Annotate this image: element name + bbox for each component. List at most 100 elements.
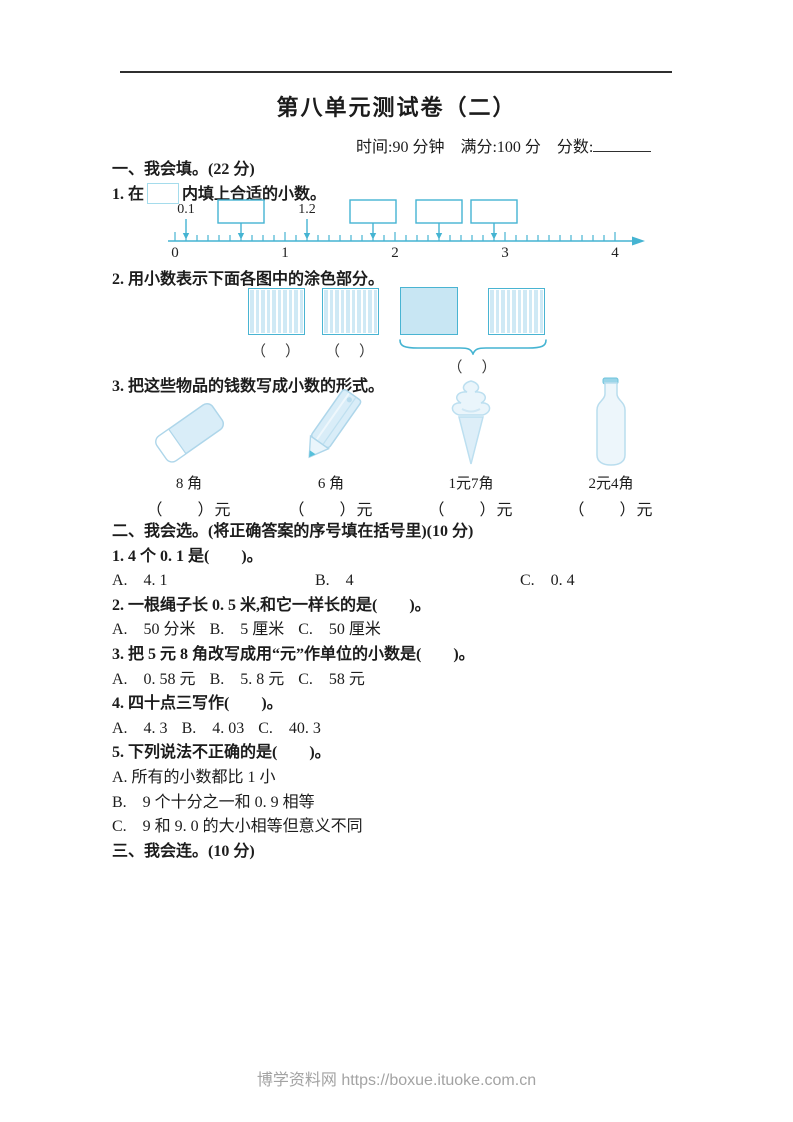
svg-text:2: 2: [391, 245, 399, 261]
underbrace-icon: [399, 339, 547, 355]
grid-column: [357, 290, 361, 333]
grid-column: [523, 290, 527, 333]
grid-column: [512, 290, 516, 333]
choice-q4-option-C: C. 40. 3: [258, 719, 321, 737]
svg-text:4: 4: [611, 245, 619, 261]
exam-info-text: 时间:90 分钟 满分:100 分 分数:: [356, 139, 594, 156]
grid-column: [266, 290, 270, 333]
svg-text:0.1: 0.1: [177, 202, 195, 217]
priced-item-ice-cream: 1元7角 （ ）元: [402, 380, 540, 520]
shaded-grid-1: [248, 288, 305, 335]
choice-q1-text: 1. 4 个 0. 1 是( )。: [112, 547, 263, 565]
question1-pre: 1. 在: [112, 186, 145, 203]
milk-bottle-icon: [542, 377, 680, 470]
answer-parens-grid1: （ ）: [250, 344, 302, 360]
grid-column: [528, 290, 532, 333]
question1-post: 内填上合适的小数。: [182, 186, 327, 203]
grid-column: [368, 290, 372, 333]
choice-q2-text: 2. 一根绳子长 0. 5 米,和它一样长的是( )。: [112, 596, 431, 614]
item-answer-blank: （ ）元: [288, 502, 374, 519]
choice-q5-option-C: C. 9 和 9. 0 的大小相等但意义不同: [112, 818, 363, 836]
item-price-label: 2元4角: [588, 476, 634, 492]
choice-q3-options: A. 0. 58 元 B. 5. 8 元 C. 58 元: [112, 668, 678, 693]
grid-column: [506, 290, 510, 333]
svg-text:0: 0: [171, 245, 179, 261]
grid-column: [534, 290, 538, 333]
choice-q1-option-B: B. 4: [315, 572, 354, 590]
grid-column: [255, 290, 259, 333]
svg-text:3: 3: [501, 245, 509, 261]
answer-parens-grid2: （ ）: [324, 344, 376, 360]
item-price-label: 1元7角: [448, 476, 494, 492]
exam-info-line: 时间:90 分钟 满分:100 分 分数:: [356, 133, 652, 157]
grid-column: [490, 290, 494, 333]
choice-q3-text: 3. 把 5 元 8 角改写成用“元”作单位的小数是( )。: [112, 645, 475, 663]
question1-line: 1. 在 内填上合适的小数。: [112, 180, 326, 204]
choice-q3-option-B: B. 5. 8 元: [209, 670, 285, 688]
grid-column: [501, 290, 505, 333]
choice-q4-option-A: A. 4. 3: [112, 719, 168, 737]
grid-column: [351, 290, 355, 333]
section1-heading: 一、我会填。(22 分): [112, 161, 255, 178]
priced-item-eraser: 8 角 （ ）元: [120, 390, 258, 520]
section2-heading: 二、我会选。(将正确答案的序号填在括号里)(10 分): [112, 523, 474, 540]
choice-q1-options: A. 4. 1 B. 4 C. 0. 4: [112, 569, 678, 594]
choice-q5-text: 5. 下列说法不正确的是( )。: [112, 744, 331, 762]
question3-line: 3. 把这些物品的钱数写成小数的形式。: [112, 378, 385, 395]
answer-parens-combined: （ ）: [447, 360, 499, 376]
choice-q3-option-A: A. 0. 58 元: [112, 670, 196, 688]
eraser-icon: [120, 390, 258, 470]
grid-column: [283, 290, 287, 333]
section2-block: 二、我会选。(将正确答案的序号填在括号里)(10 分) 1. 4 个 0. 1 …: [112, 520, 678, 864]
answer-box-inline: [147, 183, 180, 204]
grid-column: [294, 290, 298, 333]
choice-q5-option-B: B. 9 个十分之一和 0. 9 相等: [112, 793, 315, 811]
grid-column: [324, 290, 328, 333]
shaded-grid-3: [400, 287, 458, 335]
grid-column: [250, 290, 254, 333]
choice-q1-option-A: A. 4. 1: [112, 572, 168, 590]
choice-q3-option-C: C. 58 元: [298, 670, 365, 688]
top-rule: [120, 71, 672, 73]
choice-q4-text: 4. 四十点三写作( )。: [112, 695, 283, 713]
grid-column: [335, 290, 339, 333]
shaded-grid-4: [488, 288, 545, 335]
multiple-choice-questions: 1. 4 个 0. 1 是( )。 A. 4. 1 B. 4 C. 0. 4 2. 一根…: [112, 545, 678, 840]
footer-watermark: 博学资料网 https://boxue.ituoke.com.cn: [256, 1072, 537, 1089]
priced-item-milk-bottle: 2元4角 （ ）元: [542, 377, 680, 520]
grid-column: [288, 290, 292, 333]
grid-column: [340, 290, 344, 333]
grid-column: [539, 290, 543, 333]
grid-column: [272, 290, 276, 333]
pencil-icon: [262, 388, 400, 470]
item-price-label: 6 角: [317, 476, 345, 492]
grid-column: [517, 290, 521, 333]
grid-column: [329, 290, 333, 333]
grid-column: [362, 290, 366, 333]
svg-text:1: 1: [281, 245, 289, 261]
grid-column: [373, 290, 377, 333]
item-answer-blank: （ ）元: [146, 502, 232, 519]
choice-q4-option-B: B. 4. 03: [181, 719, 245, 737]
page-title: 第八单元测试卷（二）: [276, 95, 517, 120]
grid-column: [299, 290, 303, 333]
choice-q5-option-A: A. 所有的小数都比 1 小: [112, 768, 276, 786]
grid-column: [261, 290, 265, 333]
svg-text:1.2: 1.2: [298, 202, 316, 217]
choice-q4-options: A. 4. 3 B. 4. 03 C. 40. 3: [112, 717, 678, 742]
grid-column: [277, 290, 281, 333]
grid-column: [495, 290, 499, 333]
choice-q1-option-C: C. 0. 4: [520, 572, 575, 590]
grid-column: [346, 290, 350, 333]
item-answer-blank: （ ）元: [428, 502, 514, 519]
item-price-label: 8 角: [175, 476, 203, 492]
ice-cream-icon: [402, 380, 540, 470]
choice-q2-option-C: C. 50 厘米: [298, 621, 381, 639]
priced-item-pencil: 6 角 （ ）元: [262, 388, 400, 520]
item-answer-blank: （ ）元: [568, 502, 654, 519]
priced-items-row: 8 角 （ ）元 6 角 （ ）元 1元7角 （ ）元 2元4角 （ ）元: [0, 377, 793, 520]
choice-q2-option-B: B. 5 厘米: [209, 621, 285, 639]
number-line-figure: 0 1 2 3 4 0.1 1.2: [128, 197, 662, 261]
